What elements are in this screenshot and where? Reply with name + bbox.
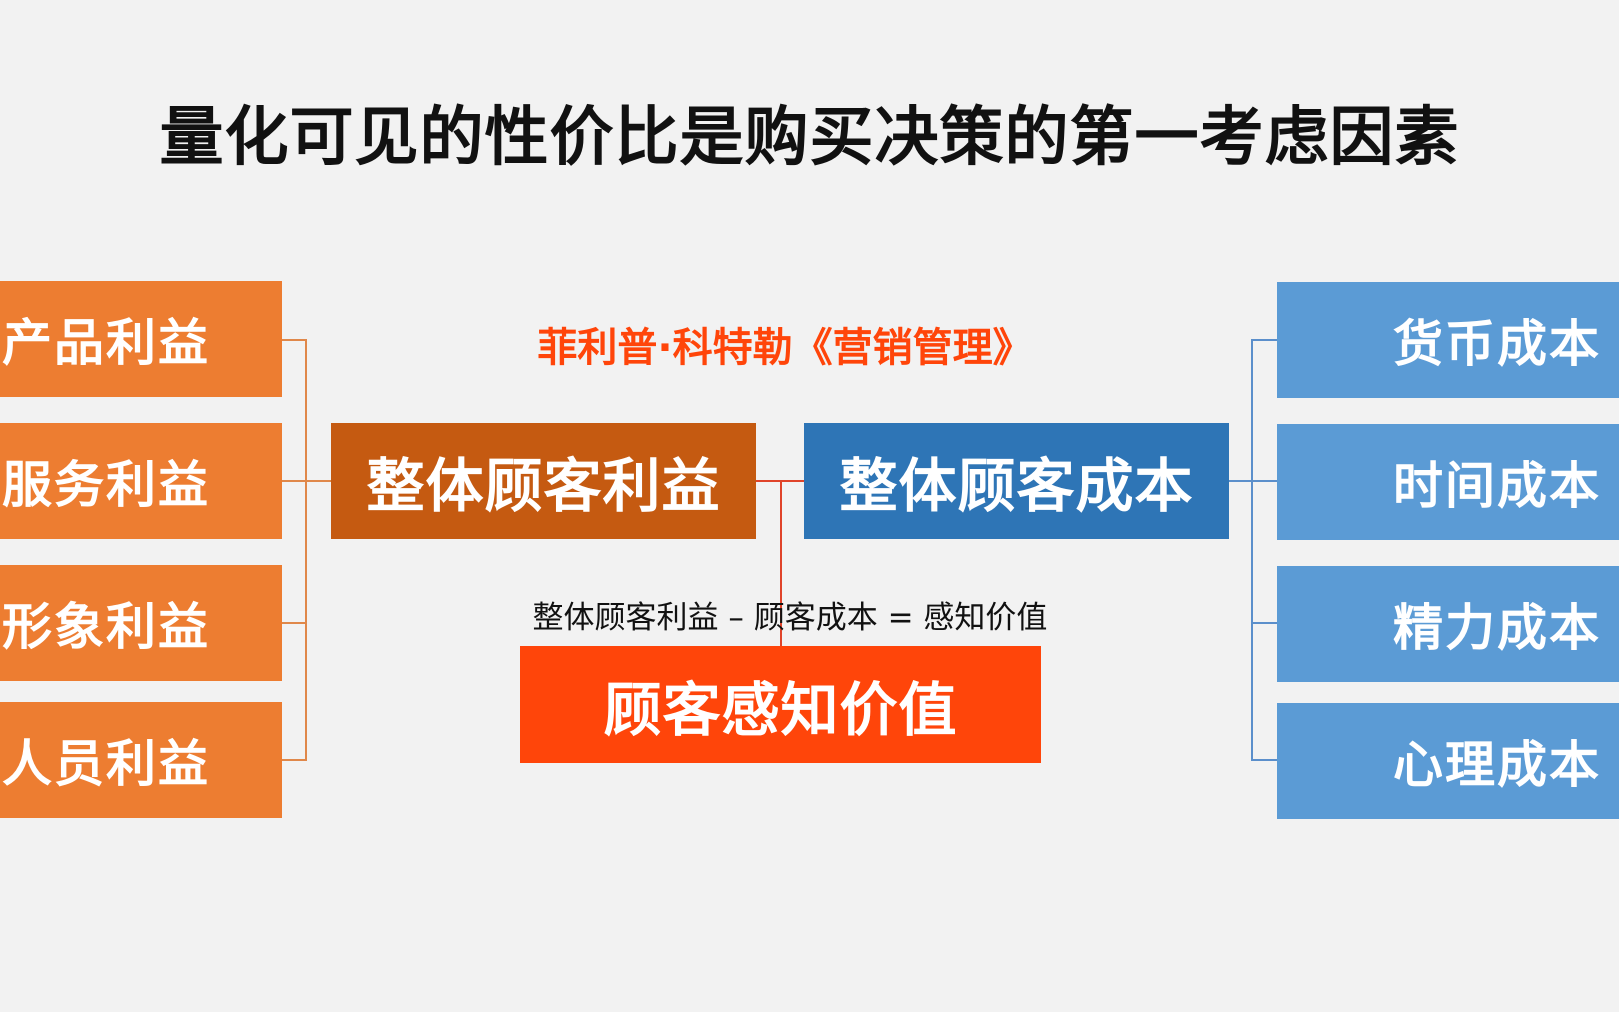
- benefit-item-personnel: 人员利益: [0, 702, 282, 818]
- cost-item-time: 时间成本: [1277, 424, 1619, 540]
- left-bracket-tick-4: [282, 759, 307, 761]
- left-bracket-tick-2: [282, 480, 331, 482]
- cost-item-psychological: 心理成本: [1277, 703, 1619, 819]
- benefit-item-service: 服务利益: [0, 423, 282, 539]
- benefit-item-product: 产品利益: [0, 281, 282, 397]
- center-connector-vertical: [780, 481, 782, 646]
- total-cost-box: 整体顾客成本: [804, 423, 1229, 539]
- benefit-item-image: 形象利益: [0, 565, 282, 681]
- right-bracket-tick-1: [1251, 339, 1277, 341]
- cost-item-monetary: 货币成本: [1277, 282, 1619, 398]
- slide-title: 量化可见的性价比是购买决策的第一考虑因素: [159, 101, 1460, 175]
- total-benefit-box: 整体顾客利益: [331, 423, 756, 539]
- source-citation: 菲利普·科特勒《营销管理》: [537, 325, 1033, 371]
- right-bracket-tick-2: [1229, 480, 1277, 482]
- right-bracket-vertical: [1251, 339, 1253, 761]
- cost-item-energy: 精力成本: [1277, 566, 1619, 682]
- right-bracket-tick-3: [1251, 622, 1277, 624]
- right-bracket-tick-4: [1251, 759, 1277, 761]
- left-bracket-tick-3: [282, 622, 307, 624]
- value-formula: 整体顾客利益 – 顾客成本 = 感知价值: [532, 600, 1048, 636]
- perceived-value-box: 顾客感知价值: [520, 646, 1041, 763]
- left-bracket-vertical: [305, 339, 307, 761]
- left-bracket-tick-1: [282, 339, 307, 341]
